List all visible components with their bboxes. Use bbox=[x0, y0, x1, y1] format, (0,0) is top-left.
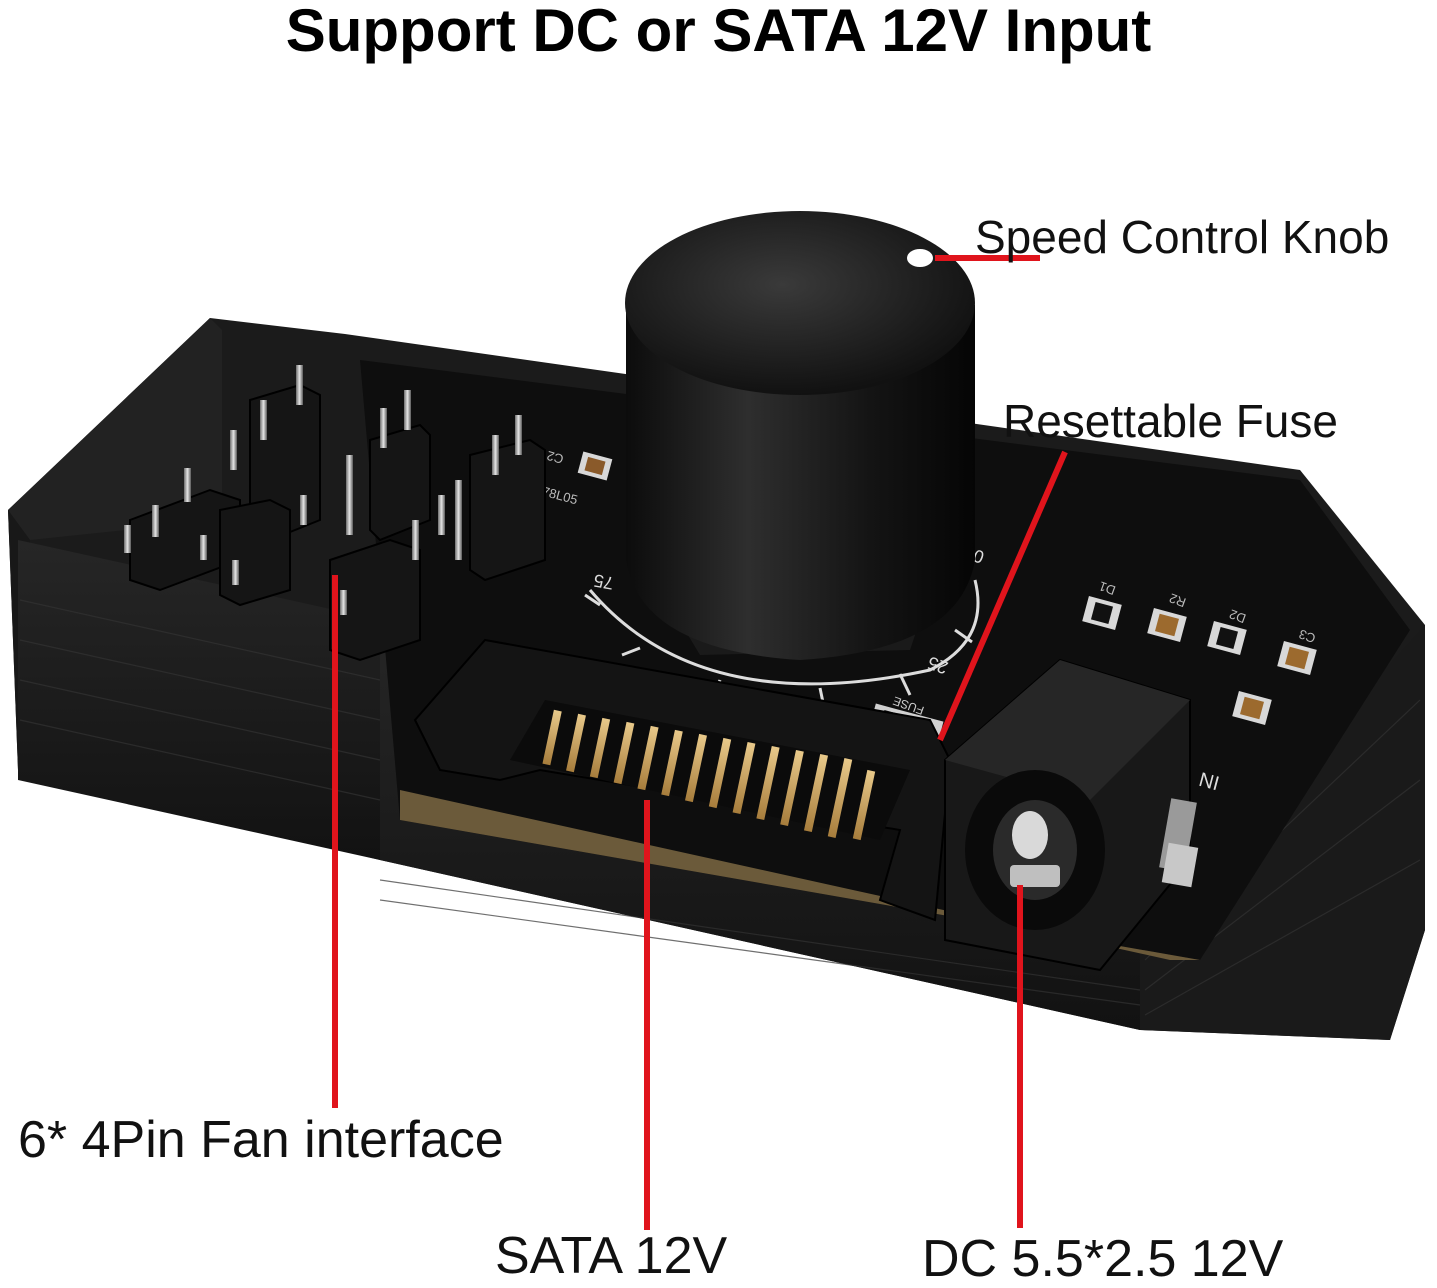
dc-jack bbox=[944, 658, 1199, 972]
silk-c2: C2 bbox=[545, 448, 565, 467]
silk-d1: D1 bbox=[1097, 578, 1118, 598]
dial-mark-75: 75 bbox=[592, 570, 615, 593]
sata-connector bbox=[413, 638, 952, 922]
silk-c3: C3 bbox=[1297, 626, 1318, 646]
page-title: Support DC or SATA 12V Input bbox=[285, 0, 1152, 64]
silk-r2: R2 bbox=[1167, 590, 1188, 610]
silk-d2: D2 bbox=[1227, 606, 1248, 626]
label-dc-input: DC 5.5*2.5 12V bbox=[922, 1230, 1284, 1288]
label-fan-interface: 6* 4Pin Fan interface bbox=[18, 1111, 504, 1169]
label-sata-12v: SATA 12V bbox=[495, 1227, 728, 1285]
fan-headers bbox=[124, 365, 546, 662]
speed-knob bbox=[625, 211, 975, 660]
label-resettable-fuse: Resettable Fuse bbox=[1003, 395, 1338, 447]
callout-line-fuse bbox=[937, 450, 1068, 742]
label-speed-control-knob: Speed Control Knob bbox=[975, 211, 1390, 263]
smd-components: C2 78L05 D1 R2 D2 C3 IN bbox=[541, 448, 1318, 794]
callout-lines bbox=[332, 255, 1068, 1230]
knob-indicator-dot bbox=[907, 249, 933, 267]
